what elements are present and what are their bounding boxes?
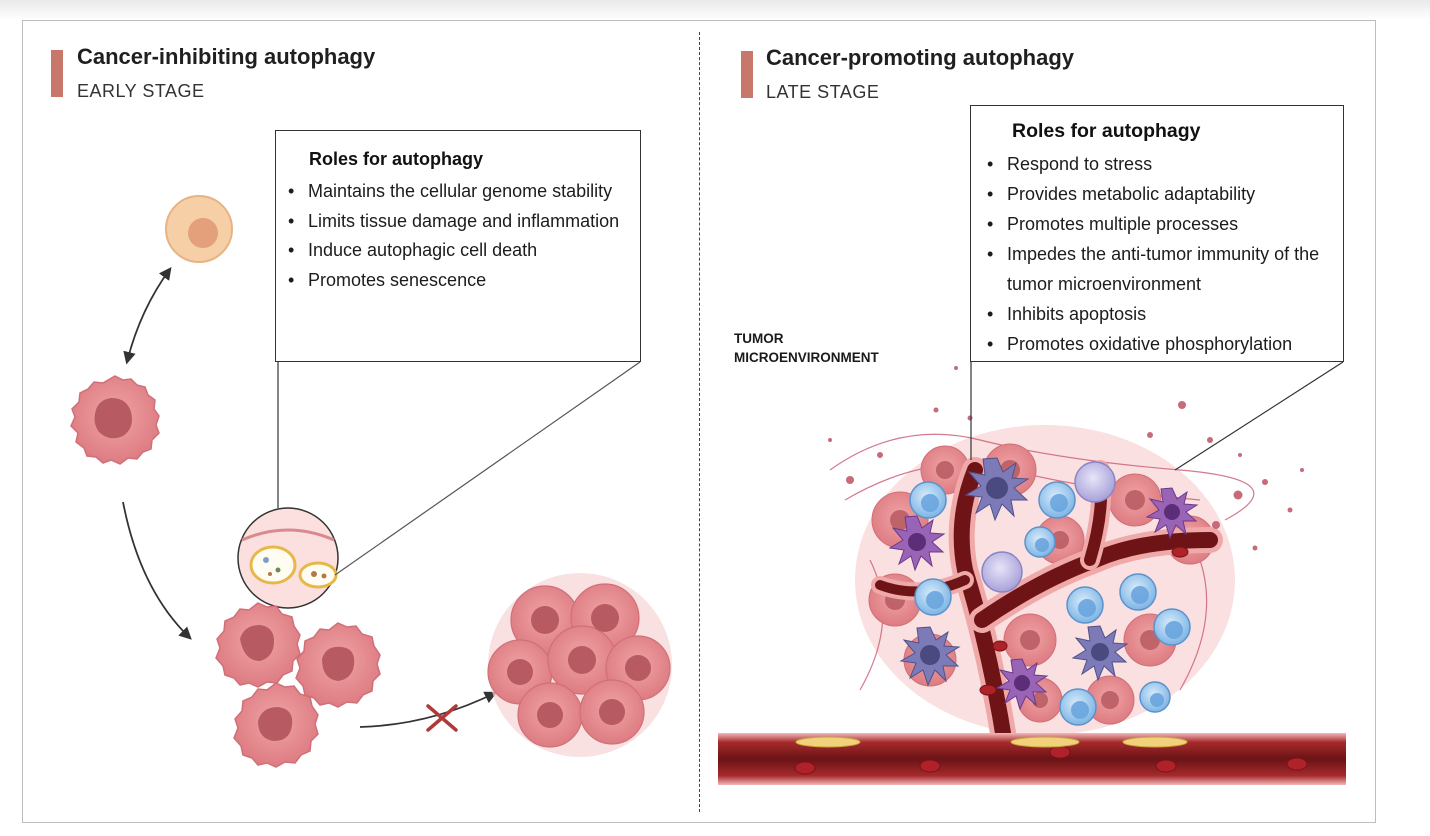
role-item: Promotes multiple processes	[985, 209, 1341, 239]
role-item: Limits tissue damage and inflammation	[286, 207, 626, 237]
role-item: Induce autophagic cell death	[286, 236, 626, 266]
panel-divider	[699, 32, 700, 812]
cancer-cell	[70, 375, 160, 465]
right-accent-bar	[741, 51, 753, 98]
tumor-mass	[487, 573, 672, 757]
role-item: Impedes the anti-tumor immunity of the t…	[985, 239, 1341, 299]
top-shadow	[0, 0, 1430, 20]
role-item: Maintains the cellular genome stability	[286, 177, 626, 207]
role-item: Inhibits apoptosis	[985, 299, 1341, 329]
progression-arrow	[122, 501, 192, 640]
late-stage-roles-box: Roles for autophagy Respond to stress Pr…	[970, 105, 1344, 362]
tumor-microenvironment-label: TUMOR MICROENVIRONMENT	[734, 329, 924, 367]
role-item: Promotes senescence	[286, 266, 626, 296]
role-item: Provides metabolic adaptability	[985, 179, 1341, 209]
early-stage-roles-box: Roles for autophagy Maintains the cellul…	[275, 130, 641, 362]
left-panel-stage: EARLY STAGE	[77, 81, 205, 101]
role-item: Respond to stress	[985, 149, 1341, 179]
dendritic-cells	[888, 457, 1199, 711]
roles-box-title: Roles for autophagy	[1012, 120, 1201, 142]
roles-box-title: Roles for autophagy	[309, 149, 484, 169]
normal-cell	[165, 195, 233, 263]
tumor-microenvironment	[718, 366, 1346, 785]
blocked-x-icon	[426, 704, 458, 732]
left-accent-bar	[51, 50, 63, 97]
left-panel-title: Cancer-inhibiting autophagy	[77, 44, 376, 69]
blocked-progression-arrow	[359, 691, 498, 728]
roles-list: Respond to stress Provides metabolic ada…	[985, 149, 1341, 359]
autophagosome-zoom	[237, 507, 339, 609]
right-panel-stage: LATE STAGE	[766, 82, 880, 102]
roles-list: Maintains the cellular genome stability …	[286, 177, 626, 295]
right-panel-title: Cancer-promoting autophagy	[766, 45, 1075, 70]
tumor-label-line1: TUMOR	[734, 331, 784, 346]
tumor-label-line2: MICROENVIRONMENT	[734, 350, 879, 365]
cancer-cell-cluster	[215, 602, 381, 768]
role-item: Promotes oxidative phosphorylation	[985, 329, 1341, 359]
transformation-arrow	[123, 266, 172, 365]
